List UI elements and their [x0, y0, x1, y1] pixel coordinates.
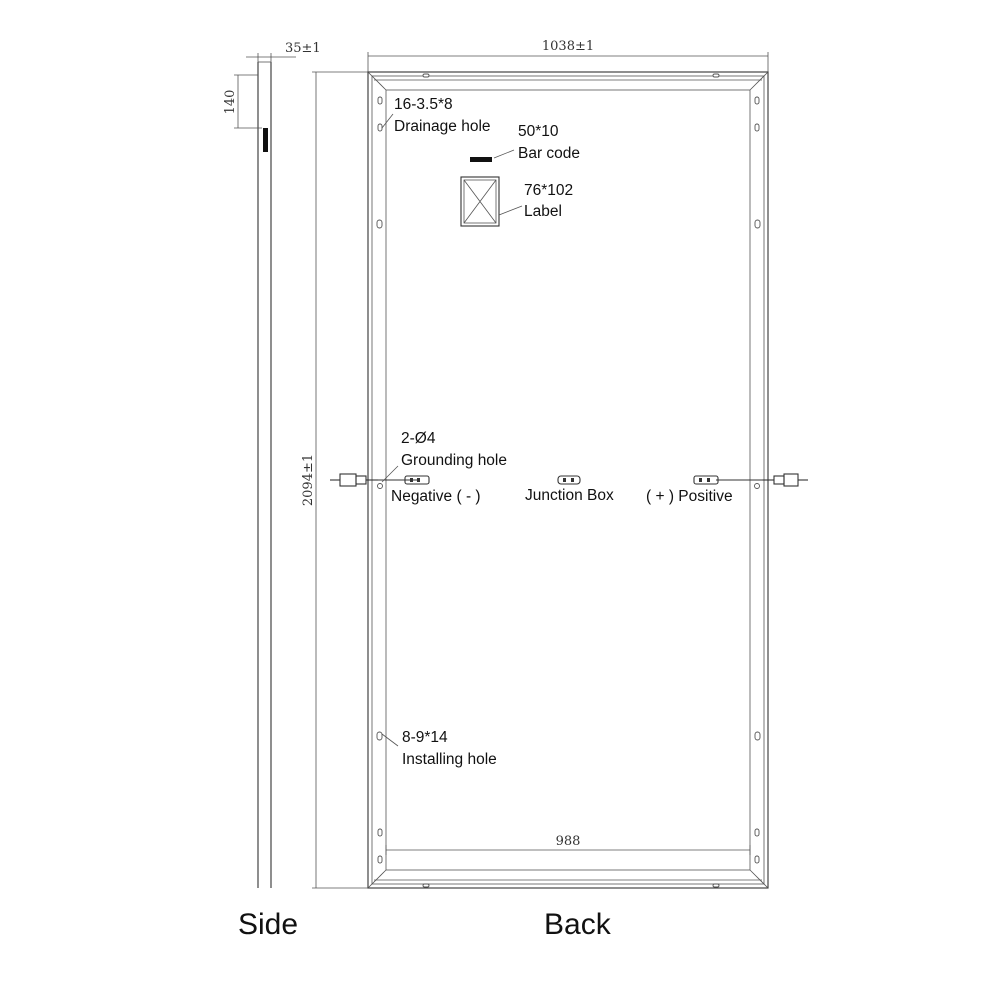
side-junction-box: [263, 128, 268, 152]
drainage-hole: [377, 828, 383, 837]
grounding-hole: [377, 483, 383, 489]
depth-dim-text: 35±1: [285, 41, 321, 56]
height-dimension: 2094±1: [301, 71, 368, 889]
label-label: Label: [524, 203, 562, 220]
leader-lines: [381, 113, 523, 747]
positive-connector: [693, 475, 719, 485]
drainage-label: Drainage hole: [394, 118, 491, 135]
barcode-label: Bar code: [518, 145, 580, 162]
drainage-hole: [712, 73, 720, 78]
installing-holes: [376, 219, 761, 741]
negative-label: Negative ( - ): [391, 488, 481, 505]
installing-label: Installing hole: [402, 751, 497, 768]
drainage-hole: [754, 828, 760, 837]
drainage-holes: [377, 73, 760, 888]
drainage-hole: [377, 855, 383, 864]
grounding-spec: 2-Ø4: [401, 430, 436, 447]
installing-hole: [754, 219, 761, 229]
inner-width-dimension: 988: [385, 834, 751, 855]
installing-hole: [754, 731, 761, 741]
label-spec: 76*102: [524, 182, 573, 199]
drainage-hole: [422, 73, 430, 78]
junction-box-label: Junction Box: [525, 487, 614, 504]
drainage-hole: [754, 123, 760, 132]
width-dim-text: 1038±1: [542, 39, 594, 54]
drainage-hole: [422, 883, 430, 888]
drainage-hole: [377, 96, 383, 105]
installing-hole: [376, 731, 383, 741]
drainage-hole: [754, 855, 760, 864]
right-plug: [762, 473, 808, 487]
installing-hole: [376, 219, 383, 229]
positive-label: ( + ) Positive: [646, 488, 733, 505]
height-dim-text: 2094±1: [301, 454, 316, 506]
barcode-spec: 50*10: [518, 123, 559, 140]
left-plug: [330, 473, 378, 487]
drainage-hole: [377, 123, 383, 132]
installing-spec: 8-9*14: [402, 729, 448, 746]
drainage-hole: [754, 96, 760, 105]
width-dimension: 1038±1: [367, 39, 769, 72]
junction-box: [557, 475, 581, 485]
offset-dim-text: 140: [223, 90, 238, 115]
back-view-title: Back: [544, 908, 612, 941]
side-view: 35±1 140 Side: [223, 41, 321, 941]
drainage-spec: 16-3.5*8: [394, 96, 453, 113]
label-box: [460, 176, 500, 227]
grounding-label: Grounding hole: [401, 452, 507, 469]
barcode-mark: [470, 157, 492, 162]
cable-assembly: [330, 473, 808, 487]
inner-width-dim-text: 988: [556, 834, 581, 849]
drainage-hole: [712, 883, 720, 888]
negative-connector: [404, 475, 430, 485]
grounding-hole: [754, 483, 760, 489]
side-view-title: Side: [238, 908, 298, 941]
